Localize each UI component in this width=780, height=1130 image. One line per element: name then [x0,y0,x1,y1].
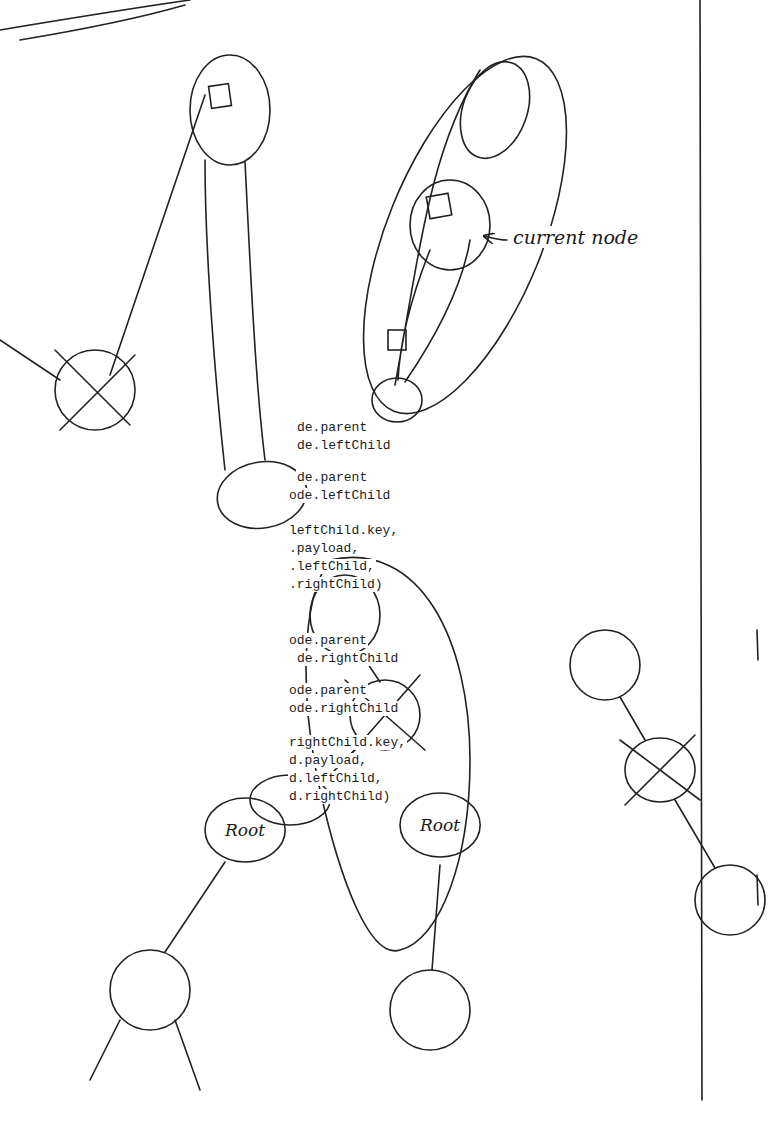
code-text: de.parent [296,420,368,435]
code-text: ode.parent [288,633,368,648]
code-text: rightChild.key, [288,735,407,750]
code-fragment: .rightChild) [288,577,384,593]
code-fragment: leftChild.key, [288,523,399,539]
code-fragment: d.payload, [288,753,368,769]
code-text: d.leftChild, [288,771,384,786]
code-text: de.leftChild [296,438,392,453]
node-label: Root [203,820,287,840]
link-tube [205,160,265,470]
code-text: .rightChild) [288,577,384,592]
tree-node-sketch [55,350,135,430]
callout-arrow [484,236,507,240]
code-fragment: de.parent [296,420,368,436]
code-fragment: d.leftChild, [288,771,384,787]
tree-node: Root [203,796,287,864]
link-line [620,697,715,868]
code-fragment: de.leftChild [296,438,392,454]
link-line [432,865,440,970]
code-fragment: de.parent [296,470,368,486]
callout-text: current node [512,226,639,248]
code-text: de.rightChild [296,651,399,666]
tree-node-sketch [695,865,765,935]
code-fragment: .leftChild, [288,559,376,575]
cross-mark [620,735,700,805]
tree-node-sketch [410,180,490,270]
code-fragment: rightChild.key, [288,735,407,751]
tree-node-sketch [390,970,470,1050]
tree-node-sketch [448,52,542,168]
link-line [0,340,60,380]
code-text: .payload, [288,541,360,556]
code-text: ode.parent [288,683,368,698]
code-text: de.parent [296,470,368,485]
code-text: leftChild.key, [288,523,399,538]
code-fragment: ode.parent [288,683,368,699]
code-fragment: ode.parent [288,633,368,649]
cross-mark [55,350,135,430]
tree-node-sketch [110,950,190,1030]
code-text: d.rightChild) [288,789,391,804]
link-line [395,70,480,385]
link-line [165,862,225,952]
page-border-line [700,0,702,1100]
code-fragment: ode.leftChild [288,488,391,504]
tree-node-sketch [570,630,640,700]
link-line [110,95,205,375]
scribble-stroke [0,0,190,40]
tree-node-sketch [190,55,270,165]
code-text: .leftChild, [288,559,376,574]
tree-node-sketch [372,378,422,422]
callout-label: current node [512,226,639,248]
code-fragment: d.rightChild) [288,789,391,805]
code-fragment: .payload, [288,541,360,557]
link-line [90,1020,200,1090]
tick-mark [757,630,758,660]
code-fragment: de.rightChild [296,651,399,667]
tree-node: Root [398,791,482,859]
code-text: d.payload, [288,753,368,768]
node-label: Root [398,815,482,835]
pointer-square [209,84,232,109]
code-text: ode.rightChild [288,701,399,716]
code-fragment: ode.rightChild [288,701,399,717]
code-text: ode.leftChild [288,488,391,503]
